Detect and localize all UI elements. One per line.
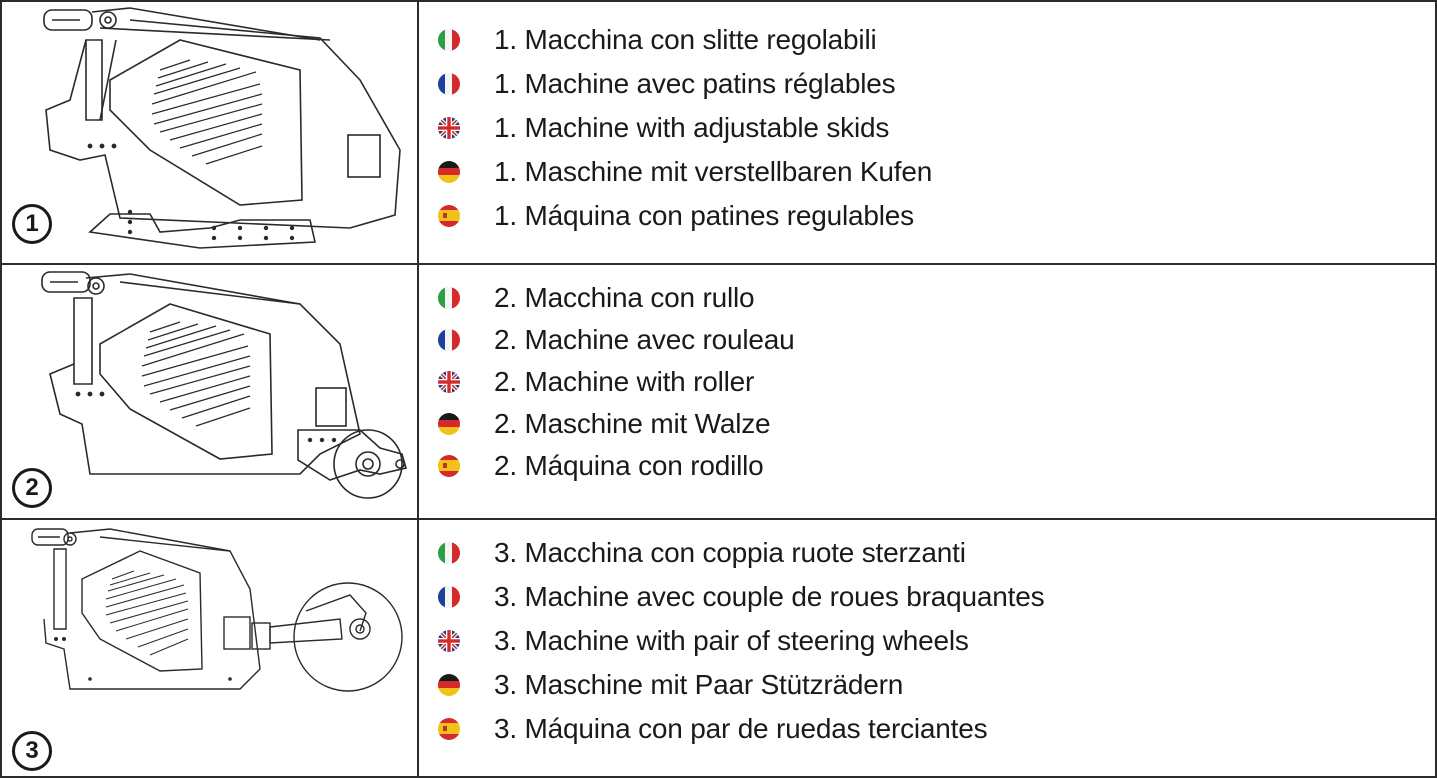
description-es: 3. Máquina con par de ruedas terciantes [494,713,988,744]
france-flag-icon [438,73,460,95]
uk-flag-icon [438,117,460,139]
list-item: 1. Machine avec patins réglables [438,64,896,104]
row-number-badge: 1 [12,204,52,244]
list-item: 1. Máquina con patines regulables [438,196,914,236]
list-item: 3. Máquina con par de ruedas terciantes [438,709,988,749]
description-en: 2. Machine with roller [494,366,755,397]
machine-drawing-cell: 1 [0,0,418,264]
description-en: 3. Machine with pair of steering wheels [494,625,969,656]
spain-flag-icon [438,205,460,227]
table-row: 2 2. Macchina con rullo 2. Machine avec … [0,264,1437,519]
description-fr: 3. Machine avec couple de roues braquant… [494,581,1045,612]
machine-with-steering-wheels-drawing [31,528,403,692]
description-de: 3. Maschine mit Paar Stützrädern [494,669,904,700]
row-divider [0,263,1437,265]
description-en: 1. Machine with adjustable skids [494,112,890,143]
uk-flag-icon [438,371,460,393]
description-cell: 1. Macchina con slitte regolabili 1. Mac… [418,0,1437,264]
germany-flag-icon [438,413,460,435]
description-cell: 2. Macchina con rullo 2. Machine avec ro… [418,264,1437,519]
list-item: 1. Maschine mit verstellbaren Kufen [438,152,932,192]
table-border-left [0,0,2,778]
machine-with-roller-drawing [41,271,408,499]
list-item: 3. Macchina con coppia ruote sterzanti [438,533,966,573]
table-row: 1 1. Macchina con slitte regolabili 1. M… [0,0,1437,264]
table-border-bottom [0,776,1437,778]
table-row: 3 3. Macchina con coppia ruote sterzanti… [0,519,1437,778]
description-it: 2. Macchina con rullo [494,282,755,313]
list-item: 2. Maschine mit Walze [438,404,771,444]
description-it: 3. Macchina con coppia ruote sterzanti [494,537,966,568]
machine-with-skids-drawing [43,7,401,249]
france-flag-icon [438,329,460,351]
description-cell: 3. Macchina con coppia ruote sterzanti 3… [418,519,1437,778]
list-item: 2. Machine avec rouleau [438,320,795,360]
germany-flag-icon [438,161,460,183]
italy-flag-icon [438,29,460,51]
description-de: 2. Maschine mit Walze [494,408,771,439]
machine-drawing-cell: 2 [0,264,418,519]
description-it: 1. Macchina con slitte regolabili [494,24,877,55]
description-es: 2. Máquina con rodillo [494,450,764,481]
row-divider [0,518,1437,520]
spain-flag-icon [438,455,460,477]
table-border-right [1435,0,1437,778]
list-item: 3. Machine with pair of steering wheels [438,621,969,661]
list-item: 2. Machine with roller [438,362,754,402]
list-item: 1. Macchina con slitte regolabili [438,20,877,60]
description-fr: 2. Machine avec rouleau [494,324,795,355]
table-border-top [0,0,1437,2]
description-de: 1. Maschine mit verstellbaren Kufen [494,156,933,187]
machine-drawing-cell: 3 [0,519,418,778]
germany-flag-icon [438,674,460,696]
list-item: 1. Machine with adjustable skids [438,108,889,148]
list-item: 3. Maschine mit Paar Stützrädern [438,665,903,705]
row-number-badge: 2 [12,468,52,508]
list-item: 2. Máquina con rodillo [438,446,764,486]
uk-flag-icon [438,630,460,652]
description-fr: 1. Machine avec patins réglables [494,68,896,99]
column-divider [417,0,419,778]
list-item: 2. Macchina con rullo [438,278,755,318]
description-es: 1. Máquina con patines regulables [494,200,914,231]
spain-flag-icon [438,718,460,740]
italy-flag-icon [438,287,460,309]
italy-flag-icon [438,542,460,564]
list-item: 3. Machine avec couple de roues braquant… [438,577,1045,617]
row-number-badge: 3 [12,731,52,771]
france-flag-icon [438,586,460,608]
